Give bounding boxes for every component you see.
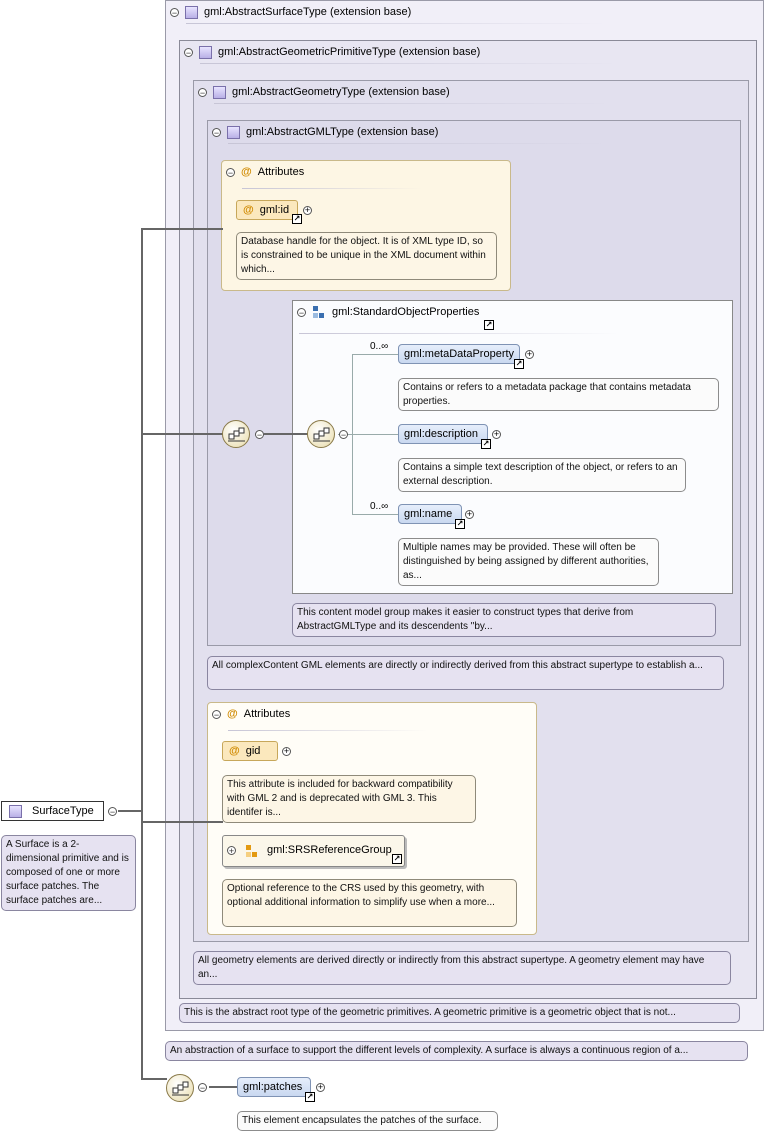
gml-type-doc: All complexContent GML elements are dire… xyxy=(207,656,724,690)
gid-doc: This attribute is included for backward … xyxy=(222,775,476,823)
collapse-icon[interactable]: − xyxy=(184,47,193,58)
reference-arrow-icon[interactable]: ↗ xyxy=(481,439,491,449)
gid-label: gid xyxy=(245,745,261,757)
sequence-icon[interactable] xyxy=(307,420,335,448)
expand-icon[interactable]: + xyxy=(525,349,534,359)
expand-icon[interactable]: + xyxy=(227,846,236,856)
surface-type-doc: An abstraction of a surface to support t… xyxy=(165,1041,748,1061)
sop-header[interactable]: − gml:StandardObjectProperties xyxy=(297,304,479,320)
name-doc: Multiple names may be provided. These wi… xyxy=(398,538,659,586)
collapse-icon[interactable]: − xyxy=(198,1083,207,1093)
reference-arrow-icon[interactable]: ↗ xyxy=(305,1092,315,1102)
reference-arrow-icon[interactable]: ↗ xyxy=(514,359,524,369)
srs-reference-doc: Optional reference to the CRS used by th… xyxy=(222,879,517,927)
surface-type-header[interactable]: − gml:AbstractSurfaceType (extension bas… xyxy=(170,4,411,20)
sop-title: gml:StandardObjectProperties xyxy=(332,306,480,318)
metadata-property-label: gml:metaDataProperty xyxy=(404,348,515,360)
gml-type-title: gml:AbstractGMLType (extension base) xyxy=(246,126,439,138)
gid-attribute[interactable]: @ gid xyxy=(222,741,278,761)
sequence-icon[interactable] xyxy=(166,1074,194,1102)
patches-doc: This element encapsulates the patches of… xyxy=(237,1111,498,1131)
name-cardinality: 0..∞ xyxy=(370,501,389,512)
srs-reference-group[interactable]: + gml:SRSReferenceGroup ↗ xyxy=(222,835,405,867)
geometry-type-header[interactable]: − gml:AbstractGeometryType (extension ba… xyxy=(198,84,450,100)
metadata-cardinality: 0..∞ xyxy=(370,341,389,352)
metadata-property-element[interactable]: gml:metaDataProperty xyxy=(398,344,520,364)
metadata-property-doc: Contains or refers to a metadata package… xyxy=(398,378,719,411)
gml-id-attribute[interactable]: @ gml:id xyxy=(236,200,298,220)
collapse-icon[interactable]: − xyxy=(297,307,306,318)
collapse-icon[interactable]: − xyxy=(170,7,179,18)
collapse-icon[interactable]: − xyxy=(212,127,221,138)
sequence-icon[interactable] xyxy=(222,420,250,448)
gml-id-doc: Database handle for the object. It is of… xyxy=(236,232,497,280)
expand-icon[interactable]: + xyxy=(465,509,474,519)
description-element[interactable]: gml:description xyxy=(398,424,488,444)
geometry-type-doc: All geometry elements are derived direct… xyxy=(193,951,731,985)
reference-arrow-icon[interactable]: ↗ xyxy=(455,519,465,529)
attribute-icon: @ xyxy=(227,708,238,720)
gml-id-label: gml:id xyxy=(259,204,290,216)
primitive-type-title: gml:AbstractGeometricPrimitiveType (exte… xyxy=(218,46,481,58)
description-doc: Contains a simple text description of th… xyxy=(398,458,686,492)
attribute-icon: @ xyxy=(241,166,252,178)
complex-type-icon xyxy=(9,804,22,818)
reference-arrow-icon[interactable]: ↗ xyxy=(392,854,402,864)
primitive-type-header[interactable]: − gml:AbstractGeometricPrimitiveType (ex… xyxy=(184,44,480,60)
name-element[interactable]: gml:name xyxy=(398,504,462,524)
surface-type-root-doc: A Surface is a 2-dimensional primitive a… xyxy=(1,835,136,911)
group-icon xyxy=(313,306,324,318)
complex-type-icon xyxy=(185,5,198,19)
description-label: gml:description xyxy=(404,428,478,440)
collapse-icon[interactable]: − xyxy=(212,709,221,720)
attributes-title: Attributes xyxy=(257,166,305,178)
expand-icon[interactable]: + xyxy=(303,205,312,215)
patches-element[interactable]: gml:patches xyxy=(237,1077,311,1097)
attribute-icon: @ xyxy=(229,745,240,757)
attribute-icon: @ xyxy=(243,204,254,216)
attributes-header[interactable]: − @ Attributes xyxy=(212,706,290,722)
collapse-icon[interactable]: − xyxy=(198,87,207,98)
collapse-icon[interactable]: − xyxy=(255,430,264,440)
attributes-title: Attributes xyxy=(243,708,291,720)
group-icon xyxy=(246,845,257,857)
complex-type-icon xyxy=(227,125,240,139)
collapse-icon[interactable]: − xyxy=(108,807,117,817)
reference-arrow-icon[interactable]: ↗ xyxy=(292,214,302,224)
geometry-type-title: gml:AbstractGeometryType (extension base… xyxy=(232,86,450,98)
patches-label: gml:patches xyxy=(243,1081,303,1093)
complex-type-icon xyxy=(213,85,226,99)
reference-arrow-icon[interactable]: ↗ xyxy=(484,320,494,330)
expand-icon[interactable]: + xyxy=(492,429,501,439)
srs-reference-label: gml:SRSReferenceGroup xyxy=(267,844,392,856)
surface-type-title: gml:AbstractSurfaceType (extension base) xyxy=(204,6,412,18)
name-label: gml:name xyxy=(404,508,453,520)
collapse-icon[interactable]: − xyxy=(226,167,235,178)
sop-doc: This content model group makes it easier… xyxy=(292,603,716,637)
expand-icon[interactable]: + xyxy=(282,746,291,756)
gml-type-header[interactable]: − gml:AbstractGMLType (extension base) xyxy=(212,124,438,140)
surface-type-label: SurfaceType xyxy=(32,805,94,817)
attributes-header[interactable]: − @ Attributes xyxy=(226,164,304,180)
complex-type-icon xyxy=(199,45,212,59)
expand-icon[interactable]: + xyxy=(316,1082,325,1092)
surface-type-root[interactable]: SurfaceType xyxy=(1,801,104,821)
primitive-type-doc: This is the abstract root type of the ge… xyxy=(179,1003,740,1023)
collapse-icon[interactable]: − xyxy=(339,430,348,440)
